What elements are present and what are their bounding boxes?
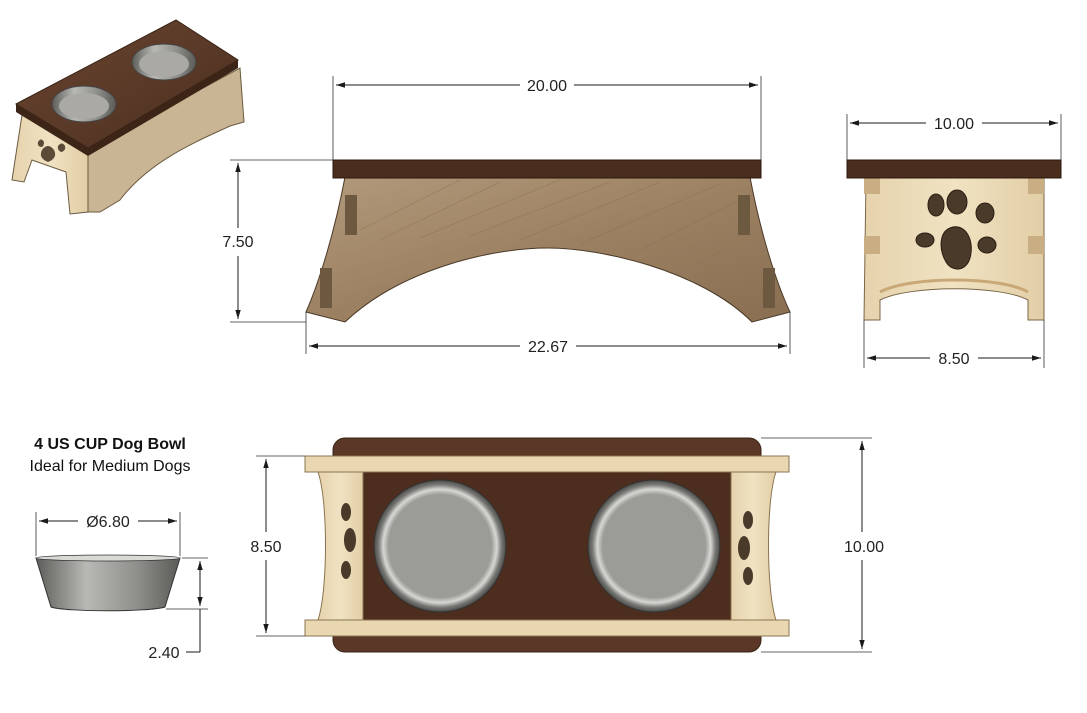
plan-side-right (730, 471, 777, 621)
dim-front-height: 7.50 (222, 234, 253, 251)
plan-paw-right (738, 511, 753, 585)
plan-bowl-left (373, 479, 507, 613)
dim-side-base-width: 8.50 (938, 351, 969, 368)
dim-side-top-width: 10.00 (934, 116, 974, 133)
bowl-profile (35, 557, 181, 612)
dim-plan-inner-depth: 8.50 (250, 539, 281, 556)
dim-bowl-diameter: Ø6.80 (86, 514, 130, 531)
side-joint-slots (864, 178, 1044, 254)
dimension-labels: 20.00 7.50 22.67 10.00 8.50 Ø6.80 2.40 8… (86, 78, 974, 662)
front-body (305, 176, 791, 323)
side-arch-edge (879, 278, 1029, 294)
plan-rail-top (304, 455, 790, 473)
plan-view (304, 437, 790, 653)
dimension-lines (35, 76, 1062, 653)
front-top-board (332, 159, 762, 179)
isometric-view (11, 19, 245, 215)
front-joint-slots (320, 195, 775, 308)
front-view (305, 159, 791, 323)
side-paw-cutout (915, 189, 997, 270)
caption-title: 4 US CUP Dog Bowl (34, 436, 186, 453)
iso-paw-cutout (37, 139, 66, 162)
plan-bowl-right (587, 479, 721, 613)
plan-side-left (317, 471, 364, 621)
bowl-view (35, 554, 181, 612)
iso-front-panel (87, 67, 245, 213)
iso-bowl-left-inner (59, 93, 109, 119)
plan-paw-left (341, 503, 356, 579)
dim-front-top-width: 20.00 (527, 78, 567, 95)
plan-rail-bottom (304, 619, 790, 637)
dim-bowl-height: 2.40 (148, 645, 179, 662)
dim-plan-outer-depth: 10.00 (844, 539, 884, 556)
front-wood-grain (359, 179, 757, 263)
dim-front-base-width: 22.67 (528, 339, 568, 356)
caption-subtitle: Ideal for Medium Dogs (29, 458, 191, 475)
side-view (846, 159, 1062, 321)
iso-bowl-right-inner (139, 51, 189, 77)
bowl-rim (35, 554, 181, 562)
side-top-board (846, 159, 1062, 179)
